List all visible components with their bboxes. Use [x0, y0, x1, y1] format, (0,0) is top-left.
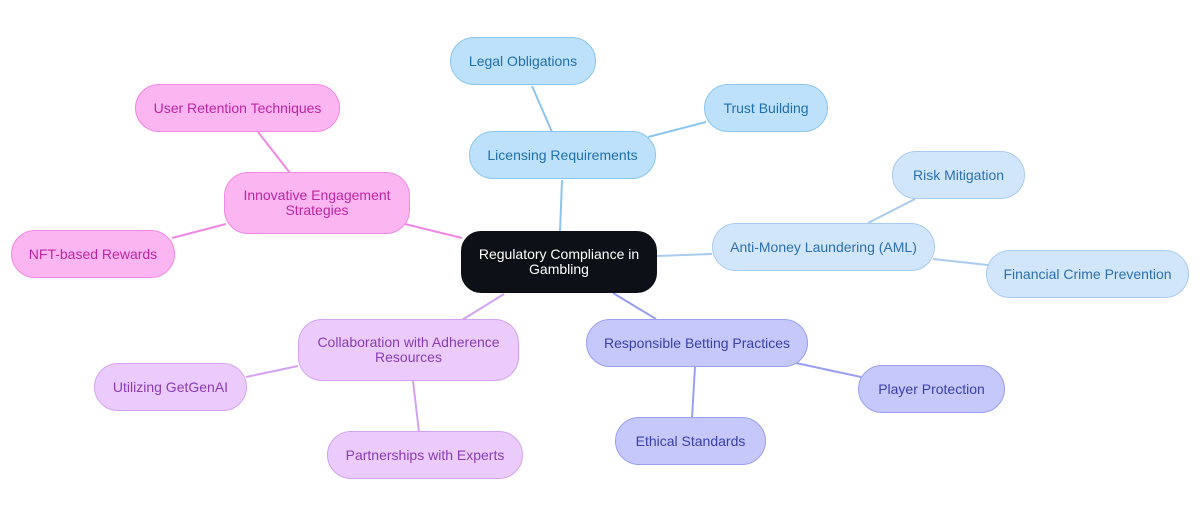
central-topic-node[interactable]: Regulatory Compliance in Gambling — [461, 231, 657, 293]
financial-crime-prevention-label: Financial Crime Prevention — [1003, 265, 1172, 282]
anti-money-laundering-label: Anti-Money Laundering (AML) — [730, 238, 917, 255]
ethical-standards-node[interactable]: Ethical Standards — [615, 417, 766, 465]
edge-center-responsible — [612, 292, 657, 320]
responsible-betting-label: Responsible Betting Practices — [604, 334, 790, 351]
responsible-betting-node[interactable]: Responsible Betting Practices — [586, 319, 808, 367]
licensing-requirements-node[interactable]: Licensing Requirements — [469, 131, 656, 179]
nft-rewards-label: NFT-based Rewards — [28, 245, 158, 262]
edge-engagement-retention — [257, 131, 291, 174]
edge-aml-financial — [932, 258, 989, 266]
engagement-strategies-node[interactable]: Innovative Engagement Strategies — [224, 172, 410, 234]
anti-money-laundering-node[interactable]: Anti-Money Laundering (AML) — [712, 223, 935, 271]
partnerships-with-experts-node[interactable]: Partnerships with Experts — [327, 431, 523, 479]
legal-obligations-label: Legal Obligations — [468, 52, 578, 69]
utilizing-getgenai-node[interactable]: Utilizing GetGenAI — [94, 363, 247, 411]
ethical-standards-label: Ethical Standards — [635, 432, 746, 449]
licensing-requirements-label: Licensing Requirements — [487, 146, 638, 163]
edge-licensing-trust — [647, 121, 707, 138]
collaboration-node[interactable]: Collaboration with Adherence Resources — [298, 319, 519, 381]
user-retention-label: User Retention Techniques — [153, 99, 322, 116]
edge-center-licensing — [559, 179, 563, 233]
edge-collaboration-partnerships — [412, 380, 420, 433]
financial-crime-prevention-node[interactable]: Financial Crime Prevention — [986, 250, 1189, 298]
central-topic-label: Regulatory Compliance in Gambling — [478, 246, 640, 277]
player-protection-label: Player Protection — [878, 380, 985, 397]
user-retention-node[interactable]: User Retention Techniques — [135, 84, 340, 132]
risk-mitigation-label: Risk Mitigation — [912, 166, 1005, 183]
edge-licensing-legal — [531, 85, 553, 133]
edge-collaboration-getgenai — [245, 365, 299, 378]
edge-center-engagement — [404, 223, 463, 239]
partnerships-with-experts-label: Partnerships with Experts — [345, 446, 505, 463]
engagement-strategies-label: Innovative Engagement Strategies — [243, 187, 391, 218]
nft-rewards-node[interactable]: NFT-based Rewards — [11, 230, 175, 278]
trust-building-node[interactable]: Trust Building — [704, 84, 828, 132]
legal-obligations-node[interactable]: Legal Obligations — [450, 37, 596, 85]
edge-center-collaboration — [461, 293, 505, 321]
edge-aml-risk — [867, 198, 916, 224]
trust-building-label: Trust Building — [723, 99, 809, 116]
player-protection-node[interactable]: Player Protection — [858, 365, 1005, 413]
edge-engagement-nft — [171, 223, 227, 239]
edge-responsible-ethical — [691, 366, 696, 419]
edge-center-aml — [655, 253, 713, 257]
edge-responsible-player — [795, 362, 862, 378]
collaboration-label: Collaboration with Adherence Resources — [317, 334, 500, 365]
utilizing-getgenai-label: Utilizing GetGenAI — [112, 378, 229, 395]
risk-mitigation-node[interactable]: Risk Mitigation — [892, 151, 1025, 199]
